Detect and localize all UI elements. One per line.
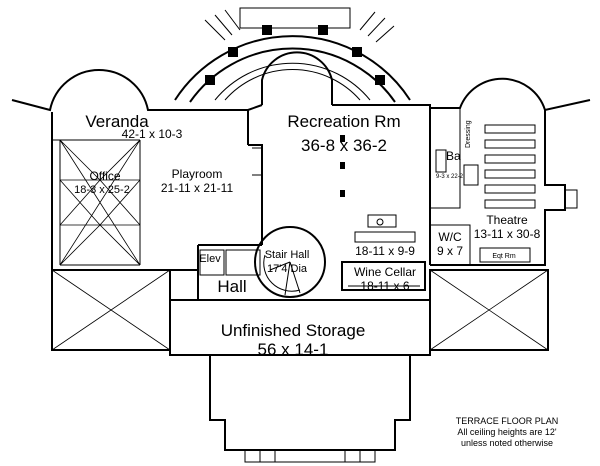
wine-cellar-size: 18-11 x 6 xyxy=(360,279,409,293)
ceiling-note-1: All ceiling heights are 12' xyxy=(457,427,557,437)
bath-name: Ba xyxy=(446,149,461,163)
elev-label: Elev xyxy=(199,253,221,265)
terrace-arc xyxy=(174,7,411,103)
playroom-name: Playroom xyxy=(172,167,223,181)
office-name: Office xyxy=(89,169,120,183)
right-wing xyxy=(429,77,591,266)
theatre-name: Theatre xyxy=(486,213,528,227)
bath-size: 9-3 x 22-2 xyxy=(436,174,464,180)
playroom-size: 21-11 x 21-11 xyxy=(161,181,234,195)
ceiling-note-2: unless noted otherwise xyxy=(461,438,553,448)
wic-size: 9 x 7 xyxy=(437,244,463,258)
recreation-bay xyxy=(261,51,333,105)
wine-cellar-name: Wine Cellar xyxy=(354,265,416,279)
hall-label: Hall xyxy=(217,277,246,296)
wic-name: W/C xyxy=(438,230,462,244)
bar-size: 18-11 x 9-9 xyxy=(355,244,415,258)
recreation-name: Recreation Rm xyxy=(287,112,400,131)
lower-terrace xyxy=(51,269,549,463)
veranda-name: Veranda xyxy=(85,112,149,131)
recreation-size: 36-8 x 36-2 xyxy=(301,136,387,155)
storage-name: Unfinished Storage xyxy=(221,321,366,340)
dressing-label: Dressing xyxy=(465,120,472,148)
stair-hall-name: Stair Hall xyxy=(265,249,310,261)
theatre-size: 13-11 x 30-8 xyxy=(474,227,541,241)
stair-hall-size: 17'4 Dia xyxy=(267,263,308,275)
storage-size: 56 x 14-1 xyxy=(258,340,329,359)
central-block xyxy=(197,104,431,300)
plan-title: TERRACE FLOOR PLAN xyxy=(456,416,559,426)
veranda-size: 42-1 x 10-3 xyxy=(122,127,183,141)
eqt-rm-label: Eqt Rm xyxy=(492,253,516,260)
office-size: 18-3 x 25-2 xyxy=(74,184,130,196)
